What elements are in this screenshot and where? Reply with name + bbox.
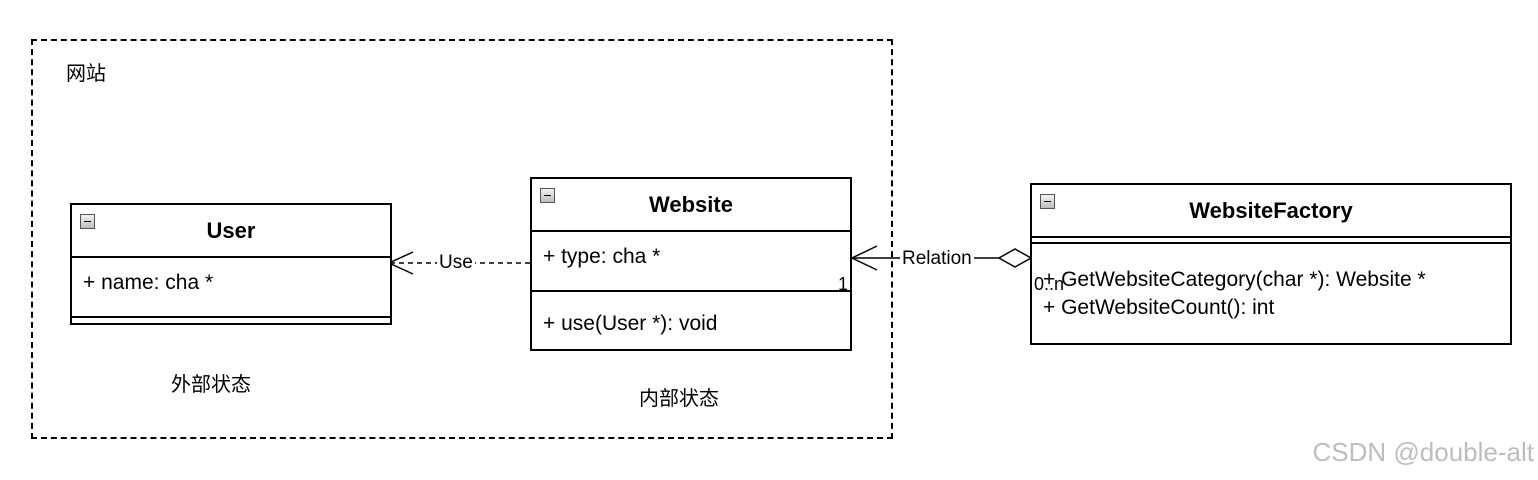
collapse-icon[interactable] xyxy=(80,214,95,229)
class-website-factory-attributes xyxy=(1032,238,1510,244)
caption-internal-state: 内部状态 xyxy=(639,386,719,410)
class-website-factory[interactable]: WebsiteFactory + GetWebsiteCategory(char… xyxy=(1030,183,1512,345)
collapse-icon[interactable] xyxy=(1040,194,1055,209)
class-user[interactable]: User + name: cha * xyxy=(70,203,392,325)
attribute: + name: cha * xyxy=(83,271,214,294)
attribute: + type: cha * xyxy=(543,245,661,268)
multiplicity-website: 1 xyxy=(838,274,849,294)
relation-label: Relation xyxy=(900,248,974,270)
class-website-factory-operations: + GetWebsiteCategory(char *): Website * … xyxy=(1032,244,1510,334)
operation: + GetWebsiteCount(): int xyxy=(1043,296,1275,319)
caption-external-state: 外部状态 xyxy=(171,372,251,396)
collapse-icon[interactable] xyxy=(540,188,555,203)
operation: + use(User *): void xyxy=(543,312,718,335)
relation-arrowhead xyxy=(850,245,878,271)
class-website-name: Website xyxy=(649,192,733,217)
aggregation-diamond xyxy=(997,248,1033,268)
class-website-factory-header: WebsiteFactory xyxy=(1032,185,1510,238)
class-user-name: User xyxy=(206,218,256,243)
class-user-header: User xyxy=(72,205,390,258)
class-user-operations xyxy=(72,318,390,323)
operation: + GetWebsiteCategory(char *): Website * xyxy=(1043,268,1426,291)
multiplicity-factory: 0..n xyxy=(1034,274,1065,294)
class-website-factory-name: WebsiteFactory xyxy=(1189,198,1353,223)
class-website-operations: + use(User *): void xyxy=(532,292,850,347)
package-frame xyxy=(31,39,893,439)
package-title: 网站 xyxy=(66,61,106,85)
class-website-header: Website xyxy=(532,179,850,232)
class-website[interactable]: Website + type: cha * + use(User *): voi… xyxy=(530,177,852,351)
class-website-attributes: + type: cha * xyxy=(532,232,850,292)
watermark: CSDN @double-alt xyxy=(1312,437,1534,467)
class-user-attributes: + name: cha * xyxy=(72,258,390,318)
use-label: Use xyxy=(437,252,475,274)
